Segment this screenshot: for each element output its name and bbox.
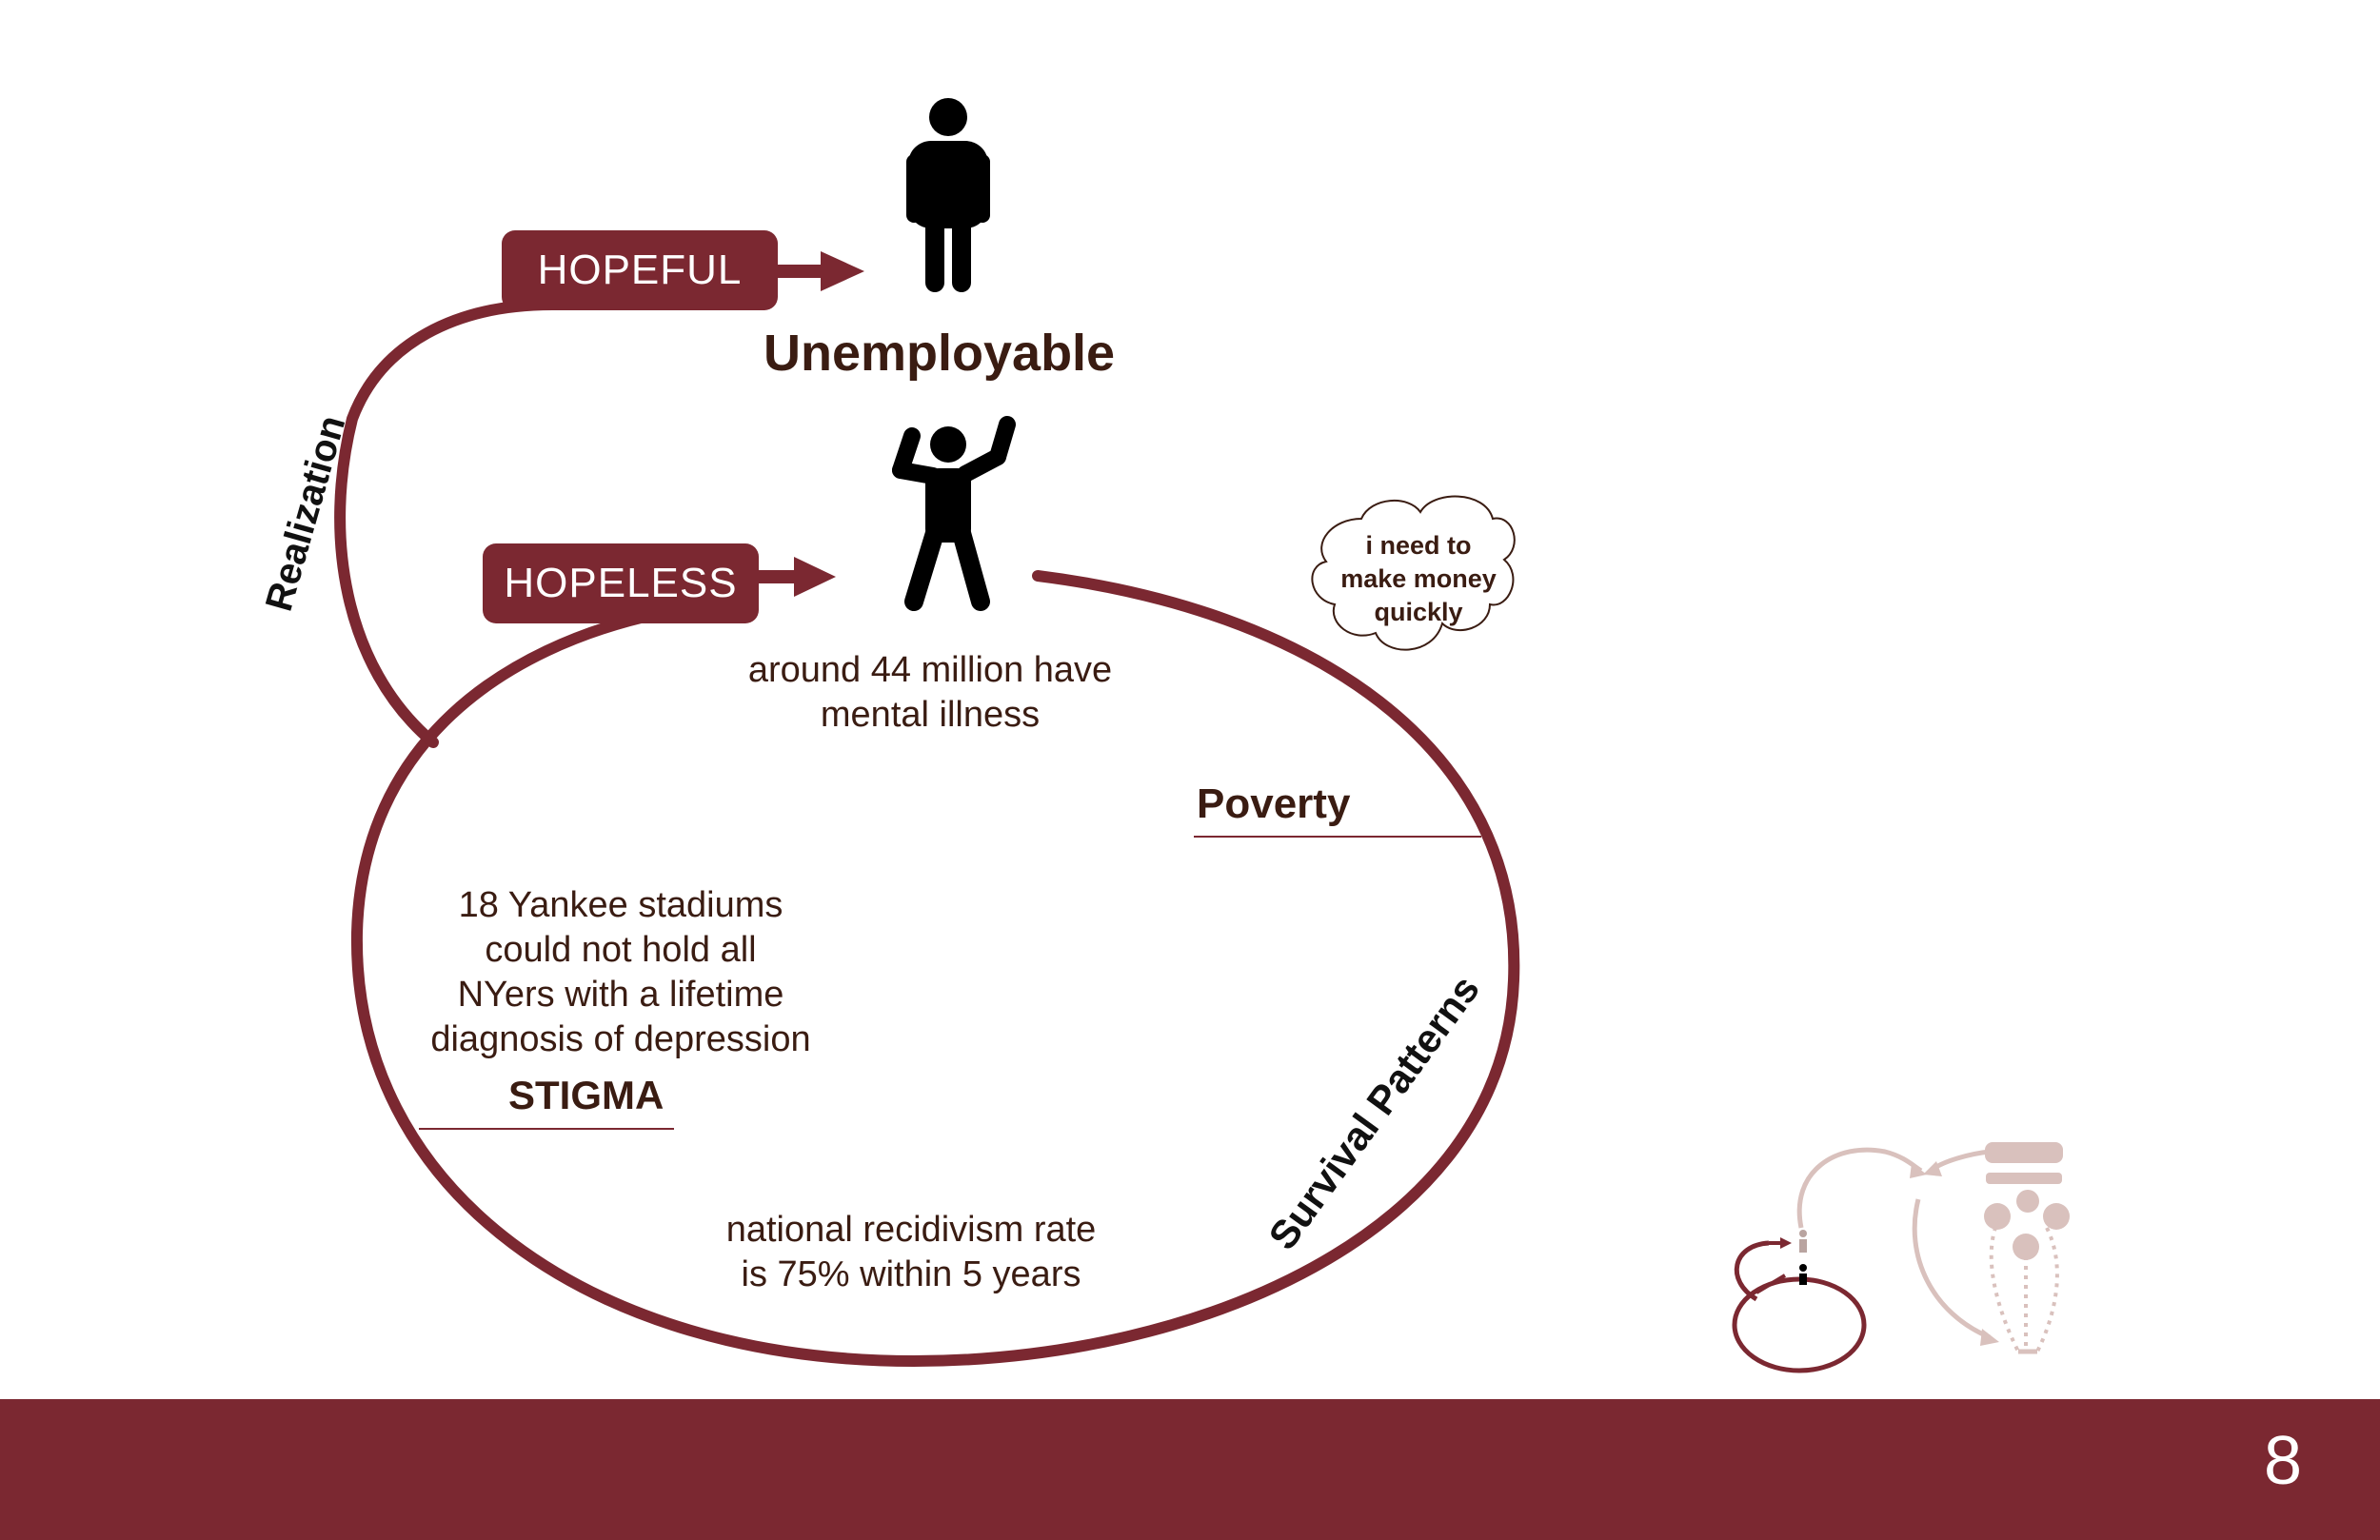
stat-line: NYers with a lifetime	[457, 975, 784, 1015]
poverty-label: Poverty	[1197, 780, 1351, 827]
page-number: 8	[2263, 1423, 2302, 1499]
thought-bubble-text: i need to make money quickly	[1314, 529, 1523, 629]
hopeless-badge: HOPELESS	[483, 543, 759, 623]
hopeful-label: HOPEFUL	[537, 247, 743, 293]
hopeless-arrow	[754, 557, 836, 597]
recidivism-stat: national recidivism rate is 75% within 5…	[692, 1208, 1130, 1297]
footer-bar: 8	[0, 1399, 2380, 1540]
stat-line: is 75% within 5 years	[741, 1254, 1081, 1294]
thought-cloud-icon	[1311, 495, 1516, 651]
thought-line: make money	[1340, 564, 1497, 593]
stat-line: diagnosis of depression	[430, 1019, 811, 1059]
stat-line: around 44 million have	[747, 650, 1113, 690]
person-standing-icon	[906, 98, 990, 292]
cycle-loop	[350, 570, 1520, 1368]
unemployable-title: Unemployable	[764, 325, 1116, 382]
stat-line: mental illness	[820, 695, 1041, 735]
person-arms-raised-icon	[892, 416, 1016, 611]
mini-diagram-thumbnail	[1732, 1142, 2070, 1373]
hopeful-arrow	[773, 251, 864, 291]
depression-stat: 18 Yankee stadiums could not hold all NY…	[400, 883, 842, 1062]
stat-line: national recidivism rate	[725, 1210, 1097, 1250]
stat-line: 18 Yankee stadiums	[458, 885, 783, 925]
mental-illness-stat: around 44 million have mental illness	[721, 648, 1140, 738]
hopeful-badge: HOPEFUL	[502, 230, 778, 310]
thought-line: i need to	[1365, 531, 1472, 560]
realization-loop	[334, 299, 558, 748]
stigma-label: STIGMA	[508, 1073, 664, 1117]
hopeless-label: HOPELESS	[504, 560, 738, 606]
stat-line: could not hold all	[485, 930, 757, 970]
thought-line: quickly	[1374, 598, 1463, 626]
